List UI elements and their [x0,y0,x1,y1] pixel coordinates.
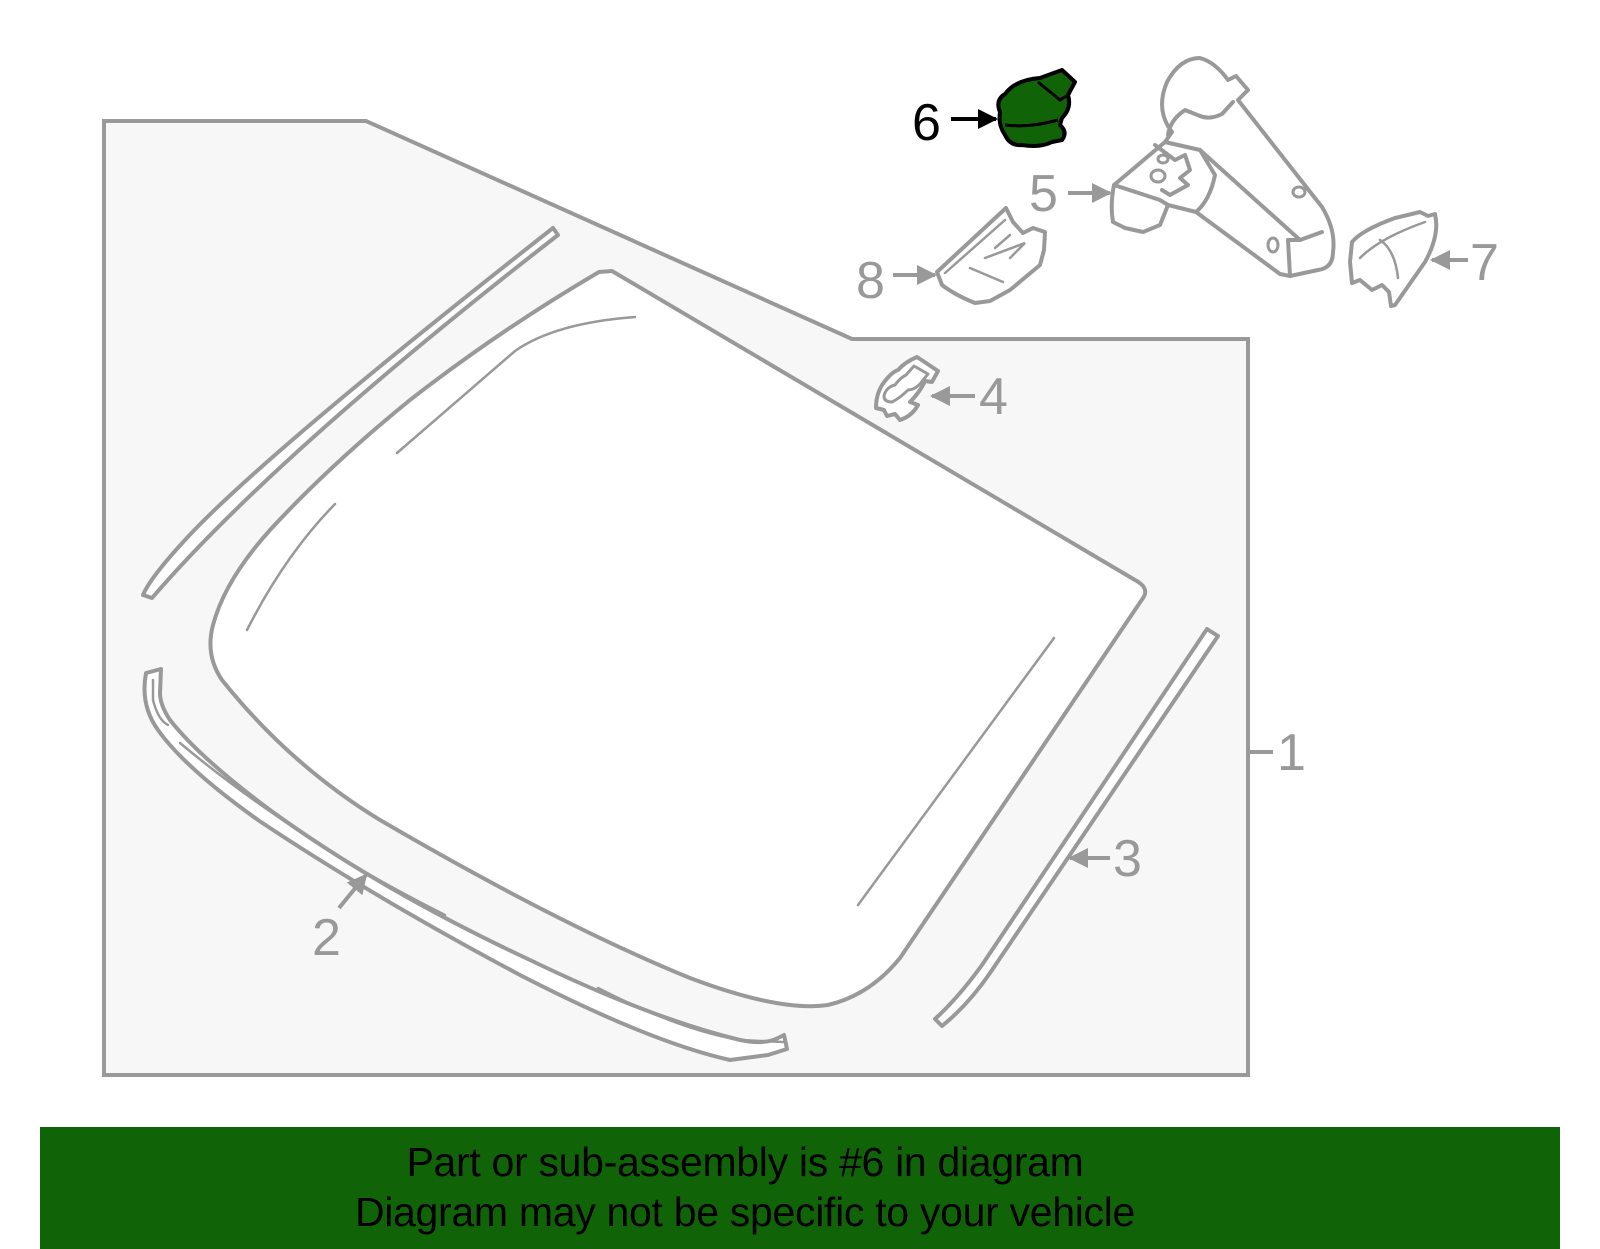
callout-3-label: 3 [1113,830,1142,888]
part-8-mount-cover[interactable] [935,206,1047,305]
part-info-banner: Part or sub-assembly is #6 in diagram Di… [40,1127,1560,1249]
banner-part-line: Part or sub-assembly is #6 in diagram [406,1139,1084,1185]
callout-4-label: 4 [979,368,1008,426]
callout-5-label: 5 [1029,165,1058,223]
callout-3: 3 [1068,830,1142,888]
part-4-clip[interactable] [874,355,940,422]
callout-7: 7 [1430,234,1499,292]
part-5-rear-view-mirror[interactable] [1109,56,1336,278]
part-2-lower-molding[interactable] [142,667,789,1062]
banner-disclaimer-line: Diagram may not be specific to your vehi… [354,1189,1136,1235]
callout-8-label: 8 [856,252,885,310]
callout-2: 2 [312,873,368,967]
callout-4: 4 [930,368,1008,426]
callout-6: 6 [912,94,998,152]
callout-5: 5 [1029,165,1112,223]
callout-8: 8 [856,252,937,310]
part-6-sensor[interactable] [996,68,1077,148]
callout-7-label: 7 [1470,234,1499,292]
callout-1-label: 1 [1277,724,1306,782]
callout-1: 1 [1248,724,1306,782]
callout-6-label: 6 [912,94,941,152]
callout-2-label: 2 [312,909,341,967]
upper-left-molding [141,226,560,600]
part-3-side-molding[interactable] [933,627,1220,1028]
windshield-glass[interactable] [208,269,1148,1009]
part-7-mirror-cover[interactable] [1348,210,1439,308]
